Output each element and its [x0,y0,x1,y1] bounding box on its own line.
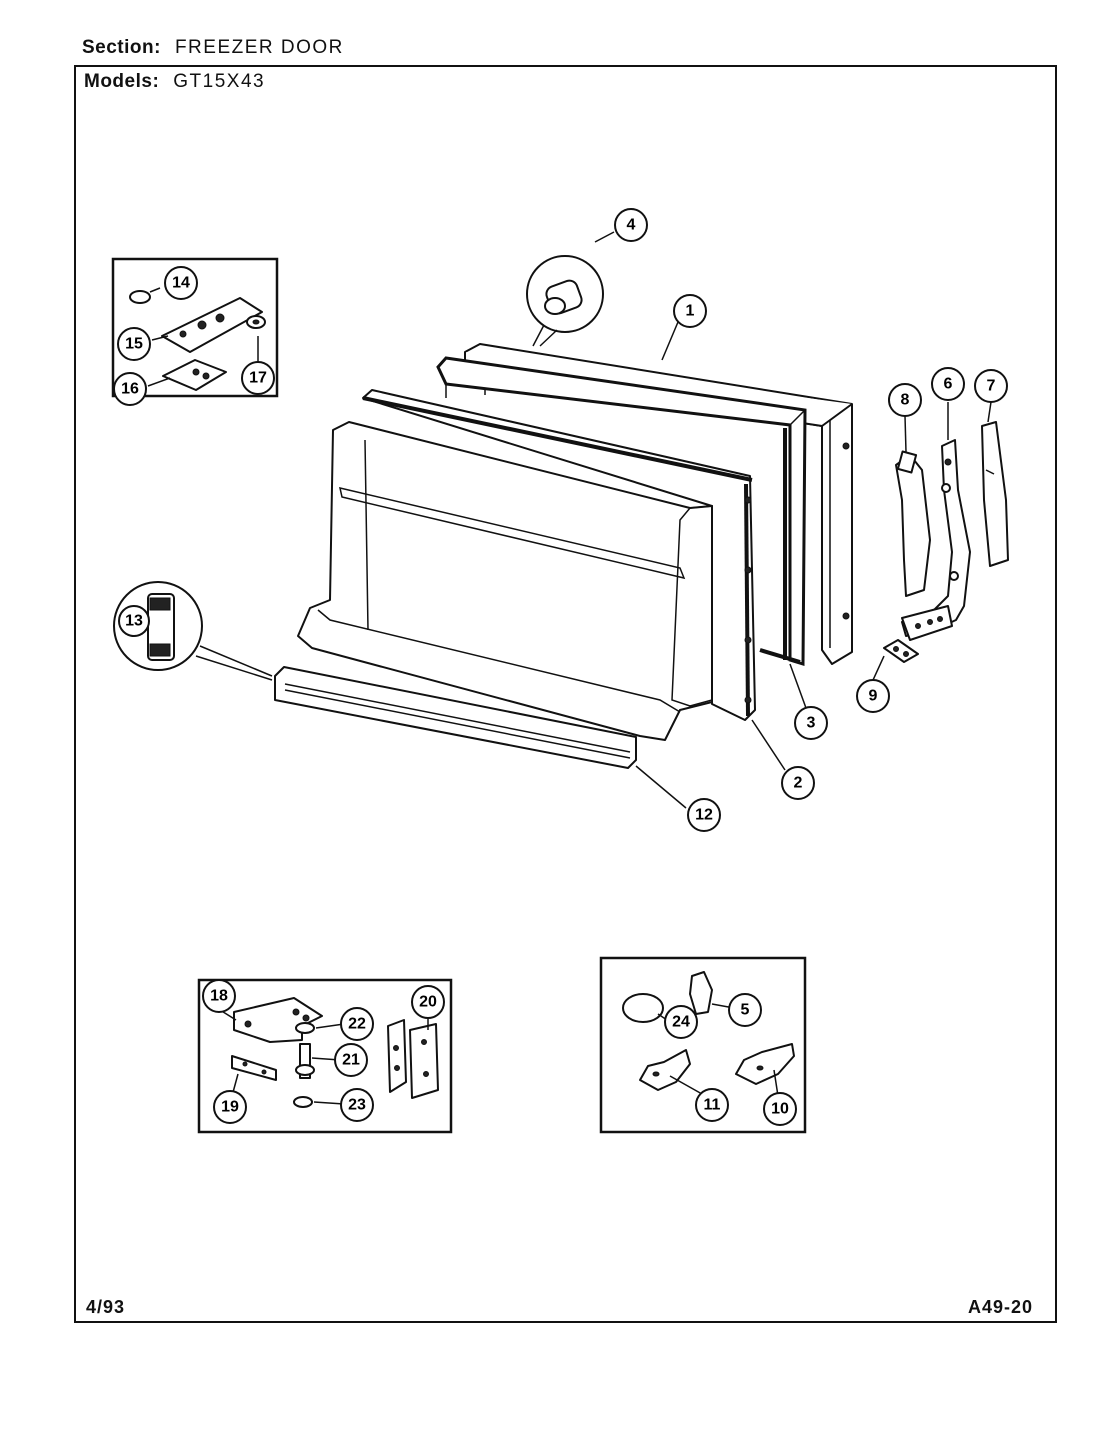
models-label: Models: [84,71,160,92]
callout-11: 11 [695,1088,729,1122]
svg-text:15: 15 [125,336,143,353]
models-value: GT15X43 [173,71,266,92]
inset-bottom-hinge [197,978,453,1134]
bracket-20a [387,1019,407,1093]
svg-text:16: 16 [121,381,139,398]
callout-24: 24 [664,1005,698,1039]
callout-15: 15 [117,327,151,361]
callout-10: 10 [763,1092,797,1126]
svg-text:8: 8 [901,392,910,409]
callout-9: 9 [856,679,890,713]
svg-text:13: 13 [125,613,143,630]
callout-13: 13 [118,605,150,637]
washer-22 [295,1022,315,1034]
part-9 [883,639,919,663]
callout-12: 12 [687,798,721,832]
detail-circle-13 [113,581,273,681]
svg-text:1: 1 [686,303,695,320]
callout-22: 22 [340,1007,374,1041]
footer-page-code: A49-20 [968,1297,1034,1317]
section-header: Section: FREEZER DOOR [82,37,344,59]
callout-4: 4 [614,208,648,242]
svg-text:19: 19 [221,1099,239,1116]
callout-6: 6 [931,367,965,401]
callout-23: 23 [340,1088,374,1122]
callout-14: 14 [164,266,198,300]
section-label: Section: [82,37,161,58]
svg-text:5: 5 [741,1002,750,1019]
callout-17: 17 [241,361,275,395]
diagram-frame [74,65,1057,1323]
door-gasket-3 [436,356,807,667]
callout-1: 1 [673,294,707,328]
part-8 [895,454,931,597]
callout-20: 20 [411,985,445,1019]
svg-text:23: 23 [348,1097,366,1114]
svg-text:7: 7 [987,378,996,395]
leader-lines [147,231,992,1105]
svg-text:21: 21 [342,1052,360,1069]
svg-text:11: 11 [704,1097,721,1114]
callout-18: 18 [202,979,236,1013]
svg-text:22: 22 [348,1016,366,1033]
trim-strip-12 [274,666,637,769]
svg-text:9: 9 [869,688,878,705]
washer-23 [293,1096,313,1108]
svg-text:3: 3 [807,715,816,732]
svg-text:14: 14 [172,275,190,292]
section-value: FREEZER DOOR [174,37,344,58]
plug-5 [689,971,713,1015]
pin-21 [299,1043,311,1079]
callout-21: 21 [334,1043,368,1077]
inset-top-hinge [111,257,279,398]
svg-text:4: 4 [627,217,636,234]
bracket-20b [409,1023,439,1099]
cap-24 [622,993,664,1023]
clip-10 [735,1043,795,1085]
svg-text:10: 10 [771,1101,789,1118]
svg-text:17: 17 [249,370,267,387]
svg-text:20: 20 [419,994,437,1011]
callout-19: 19 [213,1090,247,1124]
callout-3: 3 [794,706,828,740]
svg-text:2: 2 [794,775,803,792]
hinge-plate-15 [161,297,263,353]
callout-5: 5 [728,993,762,1027]
cap-14 [129,290,151,304]
door-stop-parts [883,421,1009,663]
svg-text:24: 24 [672,1014,690,1031]
part-7 [981,421,1009,567]
callout-2: 2 [781,766,815,800]
svg-text:18: 18 [210,988,228,1005]
door-liner-2 [297,389,756,741]
callout-16: 16 [113,372,147,406]
svg-text:12: 12 [695,807,713,824]
footer-date: 4/93 [86,1297,126,1317]
models-header: Models: GT15X43 [84,71,265,93]
svg-text:6: 6 [944,376,953,393]
detail-circle-4 [526,255,604,347]
callout-8: 8 [888,383,922,417]
callout-7: 7 [974,369,1008,403]
